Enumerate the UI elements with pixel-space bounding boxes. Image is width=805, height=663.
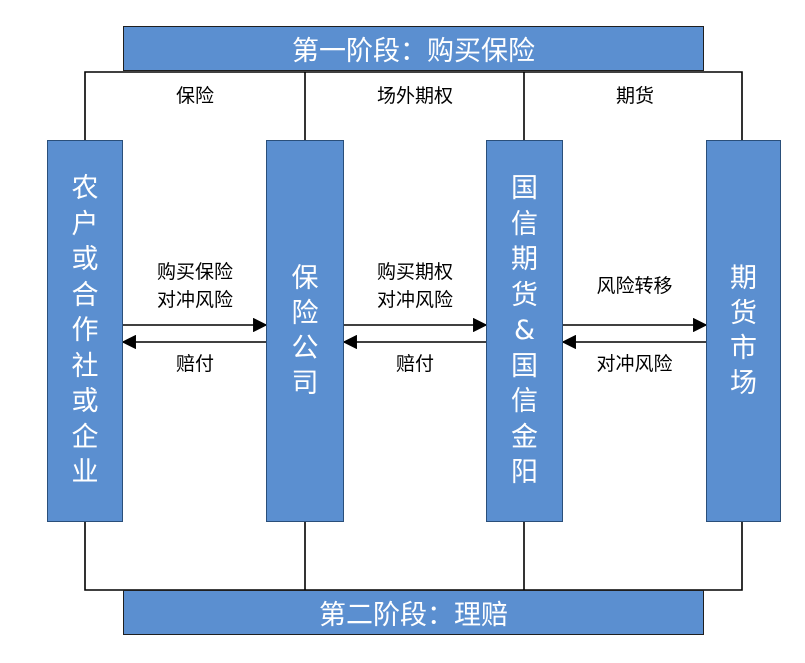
flow3-forward-label: 风险转移 xyxy=(596,275,673,297)
entity-futures-market: 期 货 市 场 xyxy=(706,140,781,522)
bottom-frame-line xyxy=(84,522,743,591)
flow1-back-label: 赔付 xyxy=(175,353,214,375)
entity-insurer: 保 险 公 司 xyxy=(266,140,344,522)
label-insurance: 保险 xyxy=(175,85,214,107)
stage1-banner: 第一阶段：购买保险 xyxy=(123,26,704,71)
entity-farmer: 农 户 或 合 作 社 或 企 业 xyxy=(47,140,123,522)
stage2-banner: 第二阶段：理赔 xyxy=(123,590,704,635)
label-otc-option: 场外期权 xyxy=(376,85,453,107)
flow2-back-label: 赔付 xyxy=(395,353,434,375)
top-frame-line xyxy=(84,71,743,140)
flow2-forward-label: 购买期权 对冲风险 xyxy=(376,261,453,311)
label-futures: 期货 xyxy=(615,85,654,107)
entity-broker: 国 信 期 货 & 国 信 金 阳 xyxy=(486,140,563,522)
flow3-back-label: 对冲风险 xyxy=(596,353,673,375)
flow1-forward-label: 购买保险 对冲风险 xyxy=(156,261,233,311)
